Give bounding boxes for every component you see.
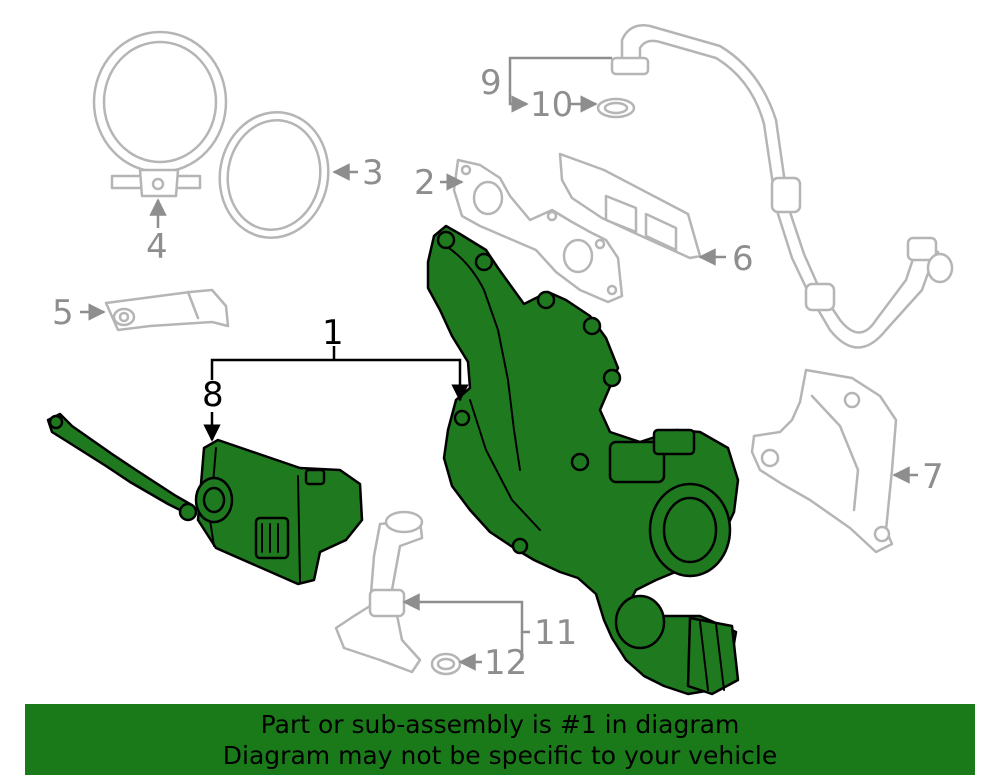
callout-7: 7 xyxy=(922,457,944,497)
footer-banner-background xyxy=(25,704,975,775)
callout-4: 4 xyxy=(146,227,168,267)
footer-line-1: Part or sub-assembly is #1 in diagram xyxy=(260,709,740,739)
oil-line-part-9[interactable] xyxy=(610,24,954,349)
coolant-pipe-part-11[interactable] xyxy=(334,510,424,674)
oil-line-seal-part-10[interactable] xyxy=(596,97,636,119)
actuator-part-8[interactable] xyxy=(46,412,364,586)
callout-2: 2 xyxy=(414,163,436,203)
callout-10: 10 xyxy=(530,85,573,125)
heat-shield-part-7[interactable] xyxy=(750,368,898,554)
turbocharger-assembly-part-1[interactable] xyxy=(426,224,740,696)
callout-9: 9 xyxy=(480,63,502,103)
bracket-part-5[interactable] xyxy=(104,288,230,332)
leader-11 xyxy=(402,593,530,634)
o-ring-part-12[interactable] xyxy=(430,652,462,676)
footer-banner: Part or sub-assembly is #1 in diagram Di… xyxy=(25,704,975,775)
callout-12: 12 xyxy=(484,643,527,683)
gasket-ring-part-3[interactable] xyxy=(210,104,338,247)
manifold-gasket-part-2[interactable] xyxy=(452,158,624,304)
leader-9-10 xyxy=(508,56,612,104)
leader-1 xyxy=(210,346,460,400)
clamp-ring-part-4[interactable] xyxy=(92,30,228,198)
heat-shield-plate-part-6[interactable] xyxy=(558,152,702,260)
callout-1: 1 xyxy=(322,313,344,353)
callout-11: 11 xyxy=(534,613,577,653)
callout-6: 6 xyxy=(732,239,754,279)
callout-5: 5 xyxy=(52,293,74,333)
callout-3: 3 xyxy=(362,153,384,193)
footer-line-2: Diagram may not be specific to your vehi… xyxy=(222,740,778,770)
callout-8: 8 xyxy=(202,375,224,415)
